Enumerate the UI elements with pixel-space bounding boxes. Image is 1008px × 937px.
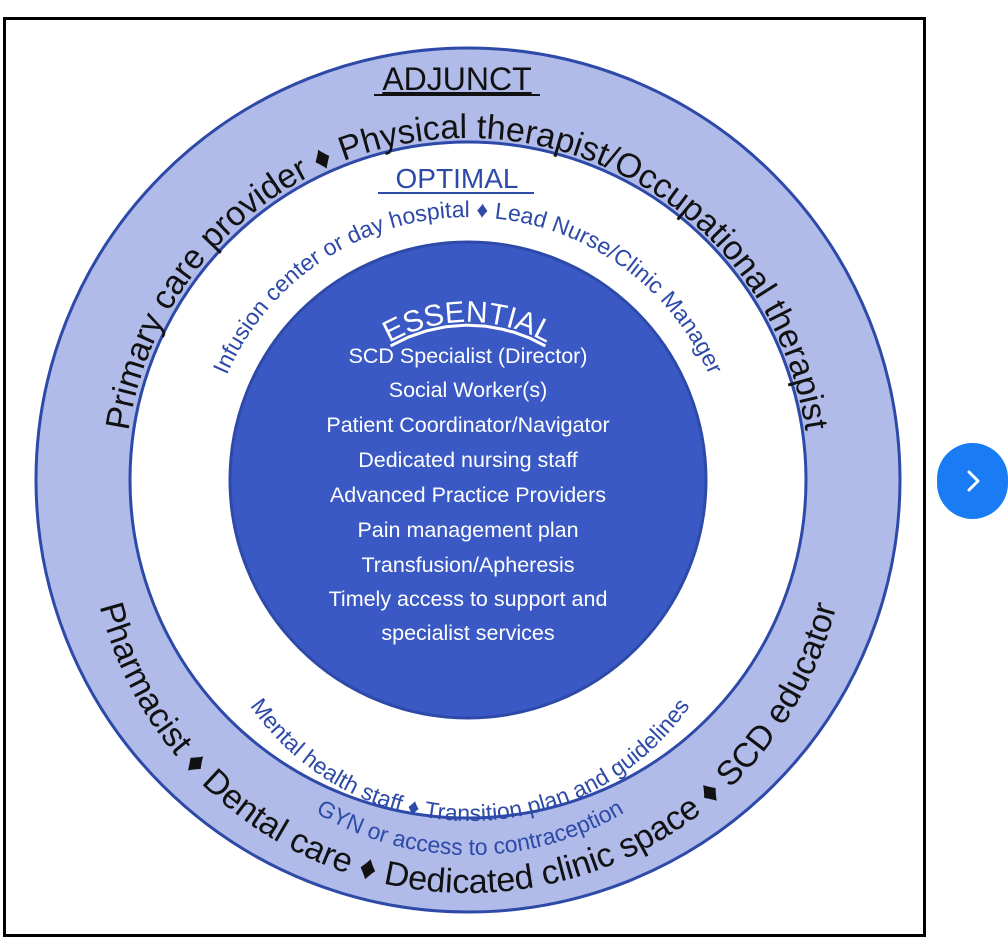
essential-item: Timely access to support and xyxy=(329,587,608,611)
essential-item: Social Worker(s) xyxy=(389,378,548,402)
care-model-diagram: ADJUNCT Primary care provider ♦ Physical… xyxy=(34,46,902,914)
essential-circle xyxy=(228,240,708,720)
chevron-right-icon xyxy=(967,470,979,492)
essential-item: specialist services xyxy=(381,621,554,645)
essential-list: SCD Specialist (Director) Social Worker(… xyxy=(326,344,609,645)
essential-item: Advanced Practice Providers xyxy=(330,483,606,507)
adjunct-heading: ADJUNCT xyxy=(382,61,531,97)
essential-item: Dedicated nursing staff xyxy=(358,448,578,472)
next-button[interactable] xyxy=(937,443,1008,519)
essential-item: Patient Coordinator/Navigator xyxy=(326,413,609,437)
essential-item: Transfusion/Apheresis xyxy=(361,553,574,577)
essential-item: SCD Specialist (Director) xyxy=(349,344,588,368)
optimal-heading: OPTIMAL xyxy=(396,163,519,194)
essential-item: Pain management plan xyxy=(357,518,578,542)
